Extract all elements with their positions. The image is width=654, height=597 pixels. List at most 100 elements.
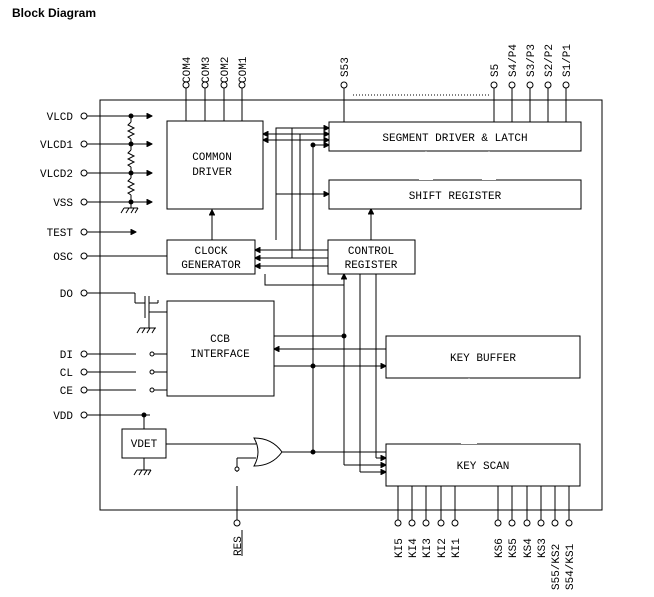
pin-vlcd1: VLCD1 <box>40 140 152 152</box>
pin-ki3: KI3 <box>422 486 434 558</box>
key-buffer-label: KEY BUFFER <box>450 353 516 365</box>
pin-ki5: KI5 <box>394 486 406 558</box>
segment-driver-block: SEGMENT DRIVER & LATCH <box>328 121 582 152</box>
clock-generator-label-2: GENERATOR <box>181 260 241 272</box>
resistor-ladder <box>120 113 139 214</box>
pin-ki4: KI4 <box>408 486 420 558</box>
pin-label: CE <box>60 386 74 398</box>
pin-s55-ks2: S55/KS2 <box>551 486 563 590</box>
top-pins: COM4 COM3 COM2 COM1 S53 S5 <box>182 44 574 122</box>
pin-ks6: KS6 <box>494 486 506 558</box>
ccb-interface-label-1: CCB <box>210 334 230 346</box>
pin-label: KI2 <box>437 538 449 558</box>
pin-com4: COM4 <box>182 56 194 121</box>
pin-test: TEST <box>47 228 136 240</box>
chip-outline <box>99 99 603 511</box>
pin-ks5: KS5 <box>508 486 520 558</box>
pin-label: COM2 <box>220 57 232 83</box>
pin-s5: S5 <box>490 64 502 122</box>
pin-di: DI <box>60 350 167 362</box>
page-title: Block Diagram <box>12 6 97 20</box>
pin-com2: COM2 <box>220 57 232 121</box>
pin-label: TEST <box>47 228 74 240</box>
pin-cl: CL <box>60 368 167 380</box>
pin-label: S55/KS2 <box>551 544 563 590</box>
pin-label: KI5 <box>394 538 406 558</box>
pin-s54-ks1: S54/KS1 <box>565 486 577 590</box>
common-driver-label-2: DRIVER <box>192 167 232 179</box>
pin-ki2: KI2 <box>437 486 449 558</box>
pin-vlcd2: VLCD2 <box>40 169 152 181</box>
common-driver-block: COMMON DRIVER <box>166 120 264 210</box>
pin-label: DI <box>60 350 73 362</box>
input-buffers <box>136 347 155 397</box>
pin-label: VDD <box>53 411 73 423</box>
pin-label: COM4 <box>182 56 194 83</box>
pin-vdd: VDD <box>53 411 150 429</box>
pin-do: DO <box>60 289 145 304</box>
pin-label: DO <box>60 289 74 301</box>
segment-driver-label: SEGMENT DRIVER & LATCH <box>382 133 527 145</box>
pin-s4-p4: S4/P4 <box>508 44 520 122</box>
key-scan-block: KEY SCAN <box>385 443 581 487</box>
pin-s3-p3: S3/P3 <box>526 44 538 122</box>
pin-label: COM3 <box>201 57 213 83</box>
pin-com1: COM1 <box>238 56 250 121</box>
left-pins: VLCD VLCD1 VLCD2 VSS TEST OSC <box>40 112 167 429</box>
pin-label: S54/KS1 <box>565 543 577 590</box>
pin-ce: CE <box>60 386 167 398</box>
pin-label: KS3 <box>537 538 549 558</box>
pin-label: KS6 <box>494 538 506 558</box>
ccb-interface-label-2: INTERFACE <box>190 349 250 361</box>
pin-label: KS4 <box>523 538 535 558</box>
pin-label: KI4 <box>408 538 420 558</box>
pin-label: VLCD1 <box>40 140 73 152</box>
pin-label: S4/P4 <box>508 44 520 77</box>
shift-register-block: SHIFT REGISTER <box>328 179 582 210</box>
pin-s53: S53 <box>340 57 352 122</box>
pin-label: S2/P2 <box>544 44 556 77</box>
pin-label: KS5 <box>508 538 520 558</box>
pin-label: S3/P3 <box>526 44 538 77</box>
key-scan-label: KEY SCAN <box>457 461 510 473</box>
pin-osc: OSC <box>53 252 167 264</box>
bottom-pins: KI5 KI4 KI3 KI2 KI1 KS6 <box>394 486 577 590</box>
pin-label: CL <box>60 368 73 380</box>
pin-vlcd: VLCD <box>47 112 152 124</box>
pin-label: KI3 <box>422 538 434 558</box>
vdet-label: VDET <box>131 439 158 451</box>
common-driver-label-1: COMMON <box>192 152 232 164</box>
pin-com3: COM3 <box>201 57 213 121</box>
pin-label: VLCD2 <box>40 169 73 181</box>
key-buffer-block: KEY BUFFER <box>385 335 581 379</box>
pin-label: COM1 <box>238 56 250 83</box>
control-register-label-1: CONTROL <box>348 246 394 258</box>
pin-label: VSS <box>53 198 73 210</box>
res-buffer: RES <box>230 466 245 556</box>
or-gate <box>166 437 386 472</box>
control-register-block: CONTROL REGISTER <box>327 239 416 275</box>
pin-label: KI1 <box>451 538 463 558</box>
internal-buses <box>212 128 503 472</box>
shift-register-label: SHIFT REGISTER <box>409 191 502 203</box>
do-transistor-symbol <box>136 296 167 334</box>
pin-res-label: RES <box>233 536 245 556</box>
pin-label: VLCD <box>47 112 74 124</box>
control-register-label-2: REGISTER <box>345 260 398 272</box>
pin-ki1: KI1 <box>451 486 463 558</box>
pin-s2-p2: S2/P2 <box>544 44 556 122</box>
pin-ks3: KS3 <box>537 486 549 558</box>
pin-label: OSC <box>53 252 73 264</box>
clock-generator-label-1: CLOCK <box>194 246 227 258</box>
clock-generator-block: CLOCK GENERATOR <box>166 239 256 275</box>
pin-label: S53 <box>340 57 352 77</box>
ccb-interface-block: CCB INTERFACE <box>166 300 275 397</box>
pin-s1-p1: S1/P1 <box>562 44 574 122</box>
vdet-block: VDET <box>121 428 167 459</box>
pin-vss: VSS <box>53 198 152 210</box>
pin-ks4: KS4 <box>523 486 535 558</box>
vdet-ground <box>133 458 152 476</box>
pin-label: S1/P1 <box>562 44 574 77</box>
pin-label: S5 <box>490 64 502 77</box>
